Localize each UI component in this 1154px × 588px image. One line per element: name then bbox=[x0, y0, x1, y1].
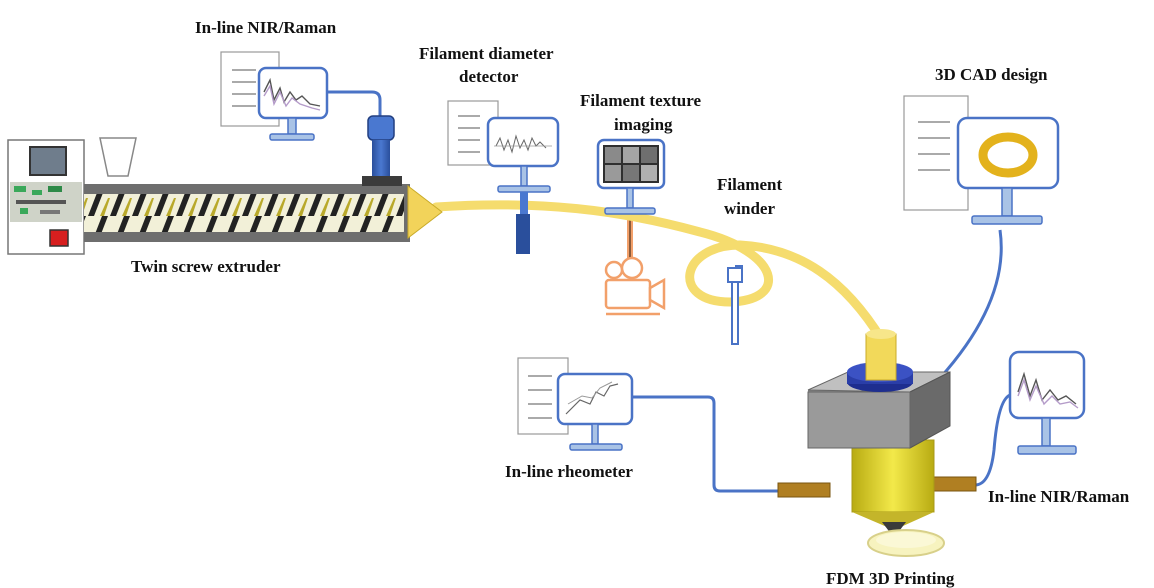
label-diameter-line2: detector bbox=[459, 67, 519, 86]
label-winder-line2: winder bbox=[724, 199, 775, 218]
extruder-screws bbox=[84, 194, 404, 232]
label-diameter-line1: Filament diameter bbox=[419, 44, 554, 63]
feed-hopper bbox=[99, 137, 137, 177]
nir-top-monitor-icon bbox=[257, 66, 329, 141]
cad-monitor-icon bbox=[956, 116, 1060, 225]
label-texture-line1: Filament texture bbox=[580, 91, 701, 110]
diameter-sensor bbox=[516, 214, 530, 254]
label-rheometer: In-line rheometer bbox=[505, 462, 633, 481]
winder-spool-icon bbox=[727, 265, 743, 345]
label-extruder: Twin screw extruder bbox=[131, 257, 281, 276]
cable-nir-bottom bbox=[974, 393, 1011, 487]
label-winder-line1: Filament bbox=[717, 175, 782, 194]
rheometer-monitor-icon bbox=[556, 372, 634, 451]
spectrum-chart-icon bbox=[263, 77, 321, 107]
nir-bottom-monitor-icon bbox=[1008, 350, 1086, 455]
cable-nir-top bbox=[328, 90, 382, 116]
label-cad: 3D CAD design bbox=[935, 65, 1048, 84]
cable-rheometer bbox=[632, 395, 778, 493]
camera-icon bbox=[604, 256, 666, 316]
label-fdm: FDM 3D Printing bbox=[826, 569, 955, 588]
label-nir-top: In-line NIR/Raman bbox=[195, 18, 337, 37]
extruder-die bbox=[407, 184, 443, 240]
label-nir-bottom: In-line NIR/Raman bbox=[988, 487, 1130, 506]
label-texture-line2: imaging bbox=[614, 115, 673, 134]
extruder-stop-button bbox=[49, 229, 69, 247]
cable-cad bbox=[938, 229, 1003, 380]
filament-path bbox=[431, 200, 887, 345]
twin-screw-extruder bbox=[7, 137, 443, 255]
diameter-monitor-icon bbox=[486, 116, 560, 254]
printer-head-icon bbox=[777, 329, 977, 557]
texture-monitor-icon bbox=[596, 138, 666, 215]
probe-icon bbox=[362, 115, 402, 186]
ring-icon bbox=[978, 132, 1038, 178]
extruder-screen bbox=[29, 146, 67, 176]
